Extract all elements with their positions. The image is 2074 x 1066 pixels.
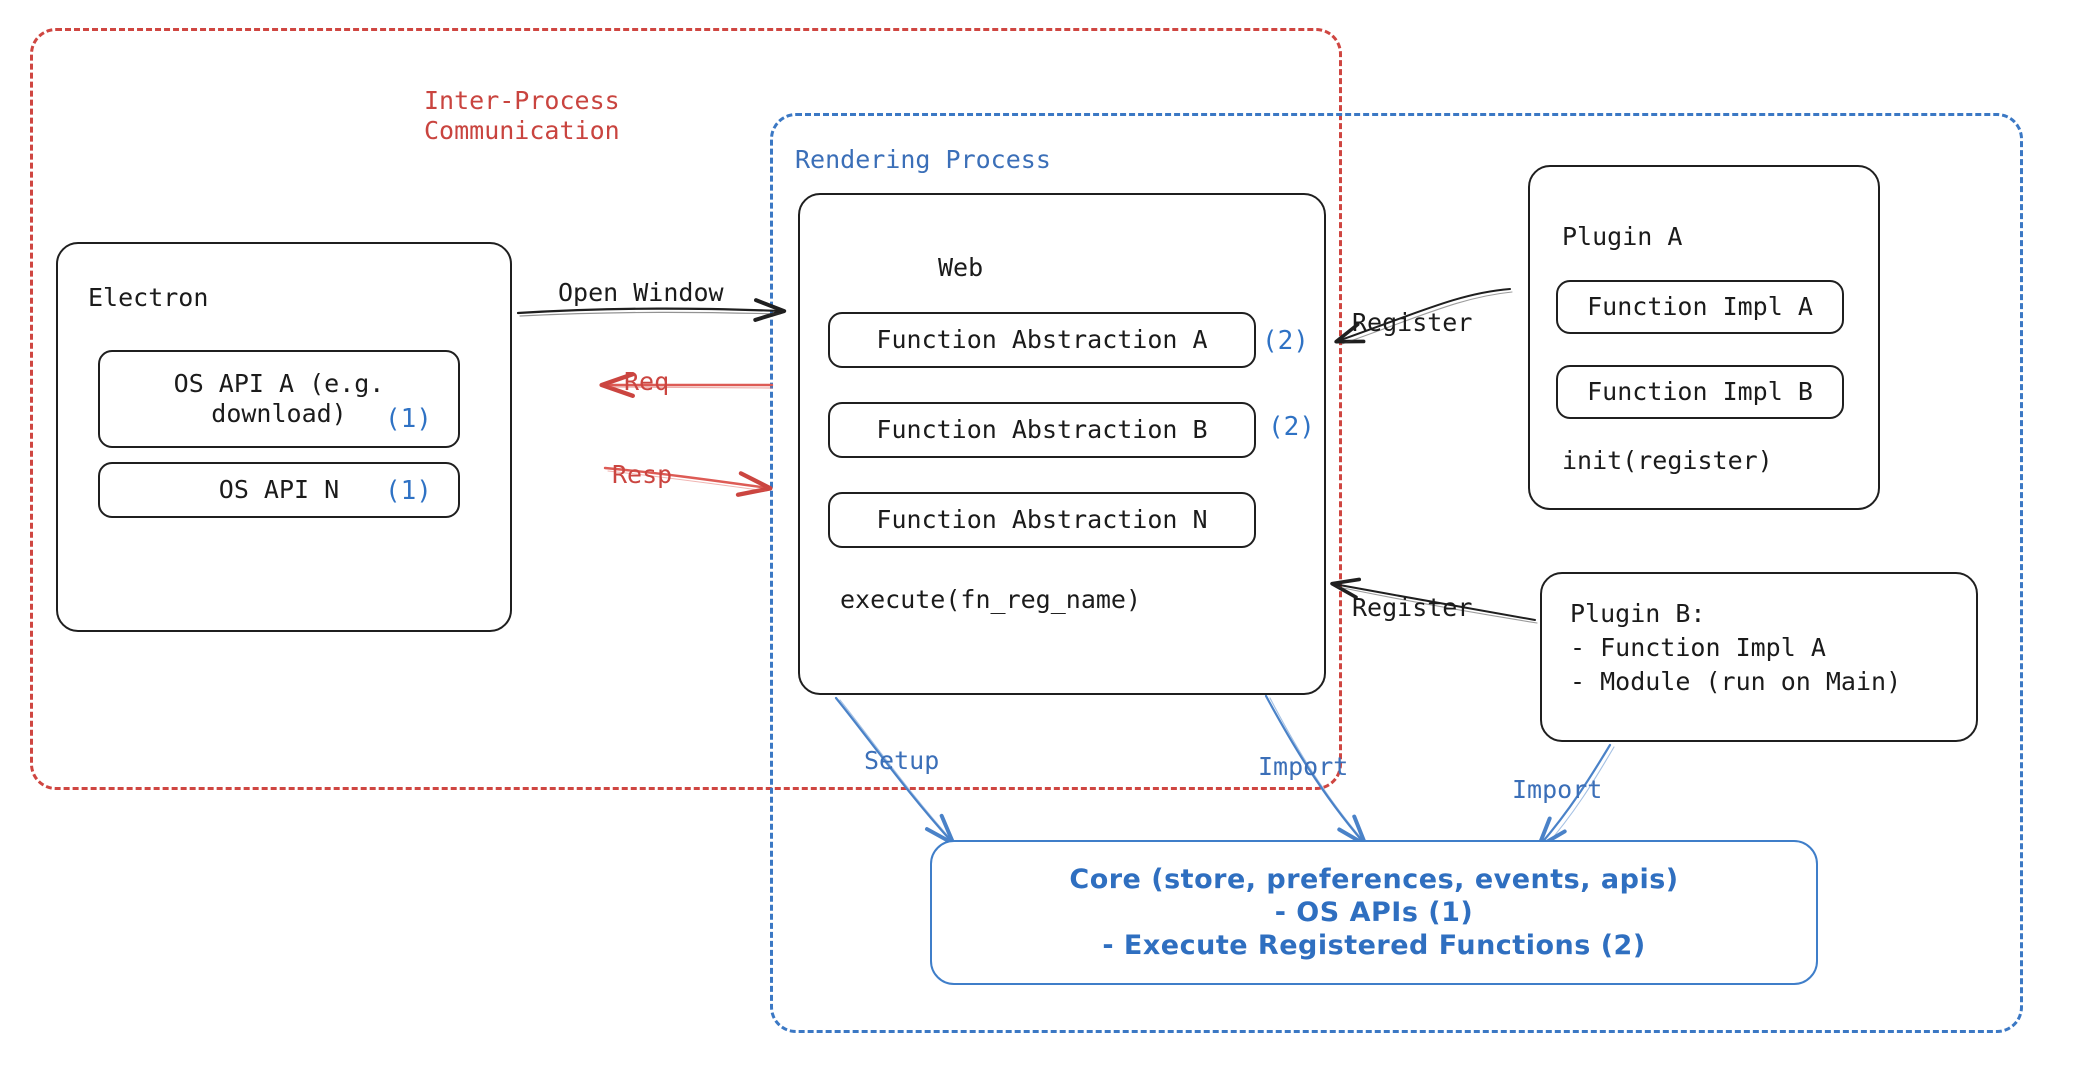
edge-label-register-plugin-b: Register xyxy=(1352,593,1473,622)
edge-label-register-plugin-a: Register xyxy=(1352,308,1473,337)
edge-label-req: Req xyxy=(624,367,670,396)
core-node[interactable]: Core (store, preferences, events, apis) … xyxy=(930,840,1818,985)
plugin-a-init-note: init(register) xyxy=(1562,446,1773,475)
web-execute-note: execute(fn_reg_name) xyxy=(840,585,1142,614)
function-abstraction-n-chip[interactable]: Function Abstraction N xyxy=(828,492,1256,548)
plugin-a-title: Plugin A xyxy=(1562,222,1683,251)
core-line-1: Core (store, preferences, events, apis) xyxy=(1069,864,1679,895)
os-api-n-label: OS API N xyxy=(218,475,340,504)
os-api-a-chip[interactable]: OS API A (e.g. download) xyxy=(98,350,460,448)
edge-label-resp: Resp xyxy=(612,460,673,489)
electron-title: Electron xyxy=(88,283,209,312)
plugin-b-node[interactable] xyxy=(1540,572,1978,742)
function-abstraction-a-label: Function Abstraction A xyxy=(876,325,1208,354)
function-abstraction-a-chip[interactable]: Function Abstraction A xyxy=(828,312,1256,368)
edge-label-open-window: Open Window xyxy=(558,278,724,307)
core-line-2: - OS APIs (1) xyxy=(1274,897,1474,928)
edge-label-import-plugin-b: Import xyxy=(1512,775,1603,804)
function-impl-a-label: Function Impl A xyxy=(1587,292,1813,321)
function-abstraction-a-marker: (2) xyxy=(1262,326,1309,356)
function-abstraction-n-label: Function Abstraction N xyxy=(876,505,1208,534)
plugin-b-lines: Plugin B: - Function Impl A - Module (ru… xyxy=(1570,599,1902,696)
function-abstraction-b-chip[interactable]: Function Abstraction B xyxy=(828,402,1256,458)
function-impl-b-chip[interactable]: Function Impl B xyxy=(1556,365,1844,419)
os-api-a-label: OS API A (e.g. download) xyxy=(173,369,385,428)
core-line-3: - Execute Registered Functions (2) xyxy=(1102,930,1646,961)
os-api-n-chip[interactable]: OS API N xyxy=(98,462,460,518)
plugin-a-node[interactable] xyxy=(1528,165,1880,510)
edge-label-import-web: Import xyxy=(1258,752,1349,781)
ipc-boundary-label: Inter-Process Communication xyxy=(424,86,620,145)
rendering-process-boundary xyxy=(770,113,2023,1033)
function-impl-a-chip[interactable]: Function Impl A xyxy=(1556,280,1844,334)
web-title: Web xyxy=(938,253,984,282)
function-impl-b-label: Function Impl B xyxy=(1587,377,1813,406)
os-api-a-marker: (1) xyxy=(385,404,432,434)
edge-label-setup: Setup xyxy=(864,746,940,775)
os-api-n-marker: (1) xyxy=(385,476,432,506)
rendering-process-label: Rendering Process xyxy=(795,145,1051,174)
function-abstraction-b-label: Function Abstraction B xyxy=(876,415,1208,444)
function-abstraction-b-marker: (2) xyxy=(1268,412,1315,442)
ipc-boundary xyxy=(30,28,1342,790)
